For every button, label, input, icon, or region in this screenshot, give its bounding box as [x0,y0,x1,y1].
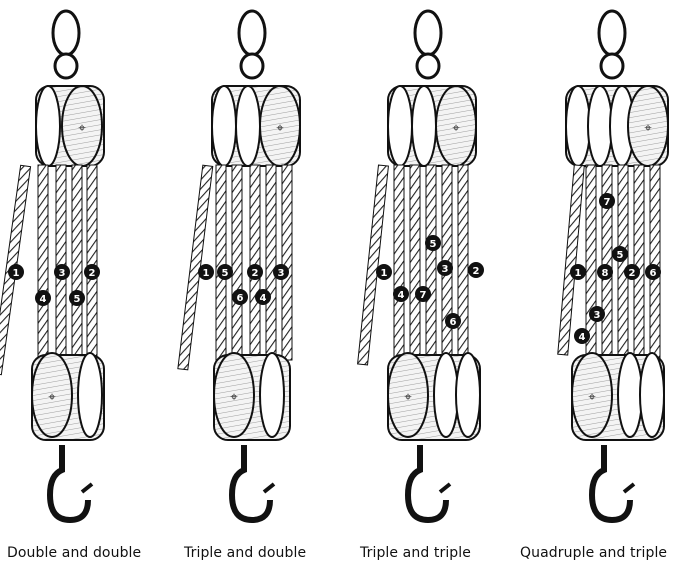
svg-text:⌖: ⌖ [588,390,596,405]
lower-block: ⌖ [32,353,104,440]
caption-quadruple-and-triple: Quadruple and triple [520,545,667,561]
rope-marker-label: 1 [203,268,210,279]
svg-text:⌖: ⌖ [276,121,284,136]
rope-marker-label: 4 [579,332,586,343]
rope-marker-label: 6 [450,317,457,328]
rope-marker: 6 [445,313,461,329]
upper-block: ⌖ [566,86,668,166]
rope-marker: 3 [54,264,70,280]
rope-marker: 5 [425,235,441,251]
rope-marker-label: 2 [473,266,480,277]
rope-marker-label: 3 [59,268,66,279]
rope-marker: 8 [597,264,613,280]
rope-marker-label: 2 [252,268,259,279]
rope-marker-label: 5 [617,250,624,261]
rope-marker: 5 [217,264,233,280]
rope-marker-label: 6 [650,268,657,279]
svg-text:⌖: ⌖ [78,121,86,136]
rope-marker-label: 5 [222,268,229,279]
lower-block: ⌖ [214,353,290,440]
rope-marker: 7 [599,193,615,209]
tackle-triple-and-triple: ⌖ ⌖ [358,11,480,520]
rope-marker: 4 [393,286,409,302]
rope-marker: 3 [273,264,289,280]
rope-marker-label: 4 [40,294,47,305]
rope-marker: 3 [437,260,453,276]
rope-marker-label: 2 [629,268,636,279]
rope-marker: 2 [84,264,100,280]
caption-triple-and-triple: Triple and triple [360,545,471,561]
rope-marker-label: 3 [594,310,601,321]
rope-marker-label: 1 [575,268,582,279]
rope-marker: 1 [8,264,24,280]
rope-marker: 7 [415,286,431,302]
rope-marker-label: 4 [398,290,405,301]
hook-eye [599,11,625,78]
caption-triple-and-double: Triple and double [184,545,306,561]
hook-eye [53,11,79,78]
hook [50,445,92,520]
rope-marker-label: 3 [442,264,449,275]
rope-marker-label: 5 [74,294,81,305]
rope-marker-label: 8 [602,268,609,279]
rope-marker: 4 [574,328,590,344]
hook [232,445,274,520]
rope-marker-label: 3 [278,268,285,279]
rope-marker: 2 [468,262,484,278]
rope-marker: 2 [624,264,640,280]
lower-block: ⌖ [572,353,664,440]
hook [592,445,634,520]
rope-marker-label: 7 [420,290,427,301]
rope-marker: 4 [255,289,271,305]
hook-eye [239,11,265,78]
rope-marker: 4 [35,290,51,306]
rope-marker-label: 1 [13,268,20,279]
rope-marker: 3 [589,306,605,322]
rope-marker: 6 [645,264,661,280]
rope-marker: 6 [232,289,248,305]
hook [408,445,450,520]
rope-marker-label: 7 [604,197,611,208]
rope-marker: 1 [198,264,214,280]
caption-double-and-double: Double and double [7,545,141,561]
upper-block: ⌖ [388,86,476,166]
rope-marker: 5 [612,246,628,262]
rope-marker-label: 4 [260,293,267,304]
rope-marker-label: 2 [89,268,96,279]
rope-marker: 1 [376,264,392,280]
upper-block: ⌖ [212,86,300,166]
svg-text:⌖: ⌖ [48,390,56,405]
rope-marker: 5 [69,290,85,306]
rope-marker-label: 5 [430,239,437,250]
lower-block: ⌖ [388,353,480,440]
svg-text:⌖: ⌖ [230,390,238,405]
svg-text:⌖: ⌖ [452,121,460,136]
svg-text:⌖: ⌖ [644,121,652,136]
upper-block: ⌖ [36,86,104,166]
rope-marker-label: 6 [237,293,244,304]
rope-marker-label: 1 [381,268,388,279]
svg-text:⌖: ⌖ [404,390,412,405]
hook-eye [415,11,441,78]
rope-marker: 1 [570,264,586,280]
rope-marker: 2 [247,264,263,280]
